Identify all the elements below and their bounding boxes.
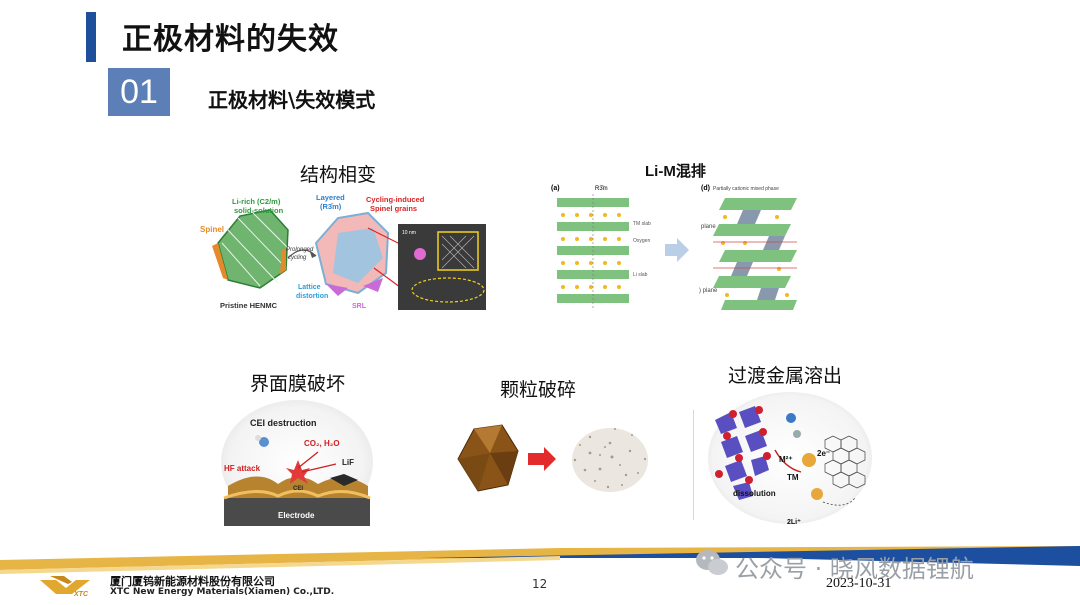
section-subtitle: 正极材料\失效模式 — [208, 88, 376, 112]
date: 2023-10-31 — [826, 576, 892, 591]
structure-phase-figure: Spinel Li-rich (C2/m) solid-solution Pri… — [200, 193, 486, 310]
caption-dissolution: 过渡金属溶出 — [728, 365, 843, 387]
label-tm-slab: TM slab — [633, 221, 651, 227]
label-layered: Layered — [316, 193, 345, 202]
label-li-slab: Li slab — [633, 272, 648, 278]
fragments — [573, 428, 647, 489]
watermark: 公众号 · 晓风数据锂航 — [735, 555, 974, 583]
label-m2: M²⁺ — [779, 455, 793, 464]
wechat-icon — [696, 550, 728, 575]
company-name-cn: 厦门厦钨新能源材料股份有限公司 — [110, 575, 275, 588]
label-group: R3̄m — [595, 186, 608, 192]
label-electrode: Electrode — [278, 511, 315, 520]
tm-dissolution-figure: M²⁺ TM dissolution 2e⁻ 2Li⁺ — [708, 392, 872, 526]
label-scale: 10 nm — [402, 230, 416, 236]
label-spinel: Spinel — [200, 225, 224, 234]
carbon-mesh — [824, 435, 866, 489]
label-a: (a) — [551, 185, 560, 192]
label-srl: SRL — [352, 303, 367, 310]
label-solid-solution: solid-solution — [234, 206, 284, 215]
label-cei-destruction: CEI destruction — [250, 418, 317, 428]
page-number: 12 — [532, 577, 548, 591]
company-name-en: XTC New Energy Materials(Xiamen) Co.,LTD… — [110, 587, 335, 597]
label-distortion: distortion — [296, 293, 328, 300]
arrow-icon — [528, 447, 556, 471]
label-tm: TM — [787, 473, 799, 482]
label-2li: 2Li⁺ — [787, 519, 801, 526]
label-dissolution: dissolution — [733, 489, 776, 498]
crystal-lattice — [715, 406, 769, 500]
page-title: 正极材料的失效 — [122, 22, 339, 57]
label-co2: CO₂, H₂O — [304, 439, 340, 448]
caption-particle: 颗粒破碎 — [500, 379, 577, 401]
interface-cei-figure: Electrode CEI destruction CO₂, H₂O HF at… — [221, 400, 373, 526]
company-logo: XTC — [40, 576, 90, 598]
footer-band — [0, 546, 1080, 574]
label-partial: Partially cationic mixed phase — [713, 186, 779, 192]
label-cei-small: CEI — [293, 486, 303, 492]
label-plane: plane — [701, 224, 716, 230]
label-spinel-grains: Spinel grains — [370, 204, 417, 213]
label-cycling: cycling — [288, 255, 307, 261]
section-number: 01 — [108, 68, 170, 116]
particle-cracking-figure — [457, 424, 648, 492]
label-cycling-induced: Cycling-induced — [366, 195, 425, 204]
label-plane-2: ) plane — [699, 288, 718, 294]
caption-li-m: Li-M混排 — [645, 163, 706, 180]
label-layered-group: (R3̄m) — [320, 202, 342, 211]
label-hf-attack: HF attack — [224, 464, 261, 473]
title-accent-bar — [86, 12, 96, 62]
caption-interface: 界面膜破坏 — [250, 373, 346, 395]
li-m-mixing-figure: (a) R3̄m TM slab Oxygen Li slab (d) Part… — [551, 185, 797, 310]
label-d: (d) — [701, 185, 710, 192]
label-lattice: Lattice — [298, 284, 321, 291]
arrow-icon — [665, 238, 689, 262]
mixed-structure-right — [713, 198, 797, 310]
label-prolonged: Prolonged — [286, 247, 314, 253]
layered-structure-left — [557, 194, 629, 308]
label-oxygen: Oxygen — [633, 238, 650, 244]
caption-structure: 结构相变 — [300, 164, 377, 186]
label-2e: 2e⁻ — [817, 449, 830, 458]
divider — [693, 410, 694, 520]
label-pristine: Pristine HENMC — [220, 301, 278, 310]
label-li-rich: Li-rich (C2/m) — [232, 197, 281, 206]
label-lif: LiF — [342, 458, 354, 467]
logo-text: XTC — [73, 591, 89, 598]
